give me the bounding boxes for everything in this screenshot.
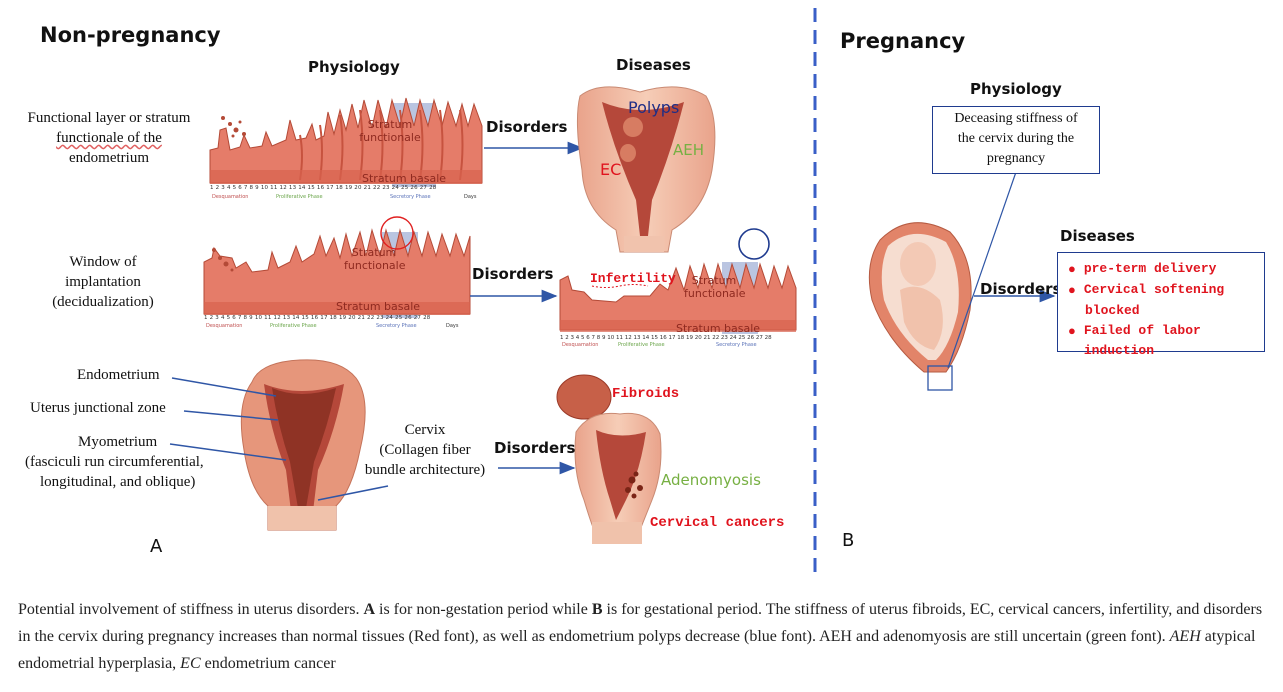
leader-lines-row3 [169,377,389,501]
endometrium-strip-row1 [209,97,483,187]
infertility-strip [559,228,797,334]
figure-caption: Potential involvement of stiffness in ut… [18,601,1263,672]
pregnant-uterus-illustration [868,222,972,391]
endometrium-strip-row2 [203,216,471,318]
uterus-fibroids-illustration [556,374,662,544]
figure-graphics [169,8,1056,580]
figure [169,8,1056,580]
uterus-anatomy-illustration [240,359,366,531]
leader-physiology-b [947,171,1017,369]
uterus-polyps-illustration [576,86,716,253]
